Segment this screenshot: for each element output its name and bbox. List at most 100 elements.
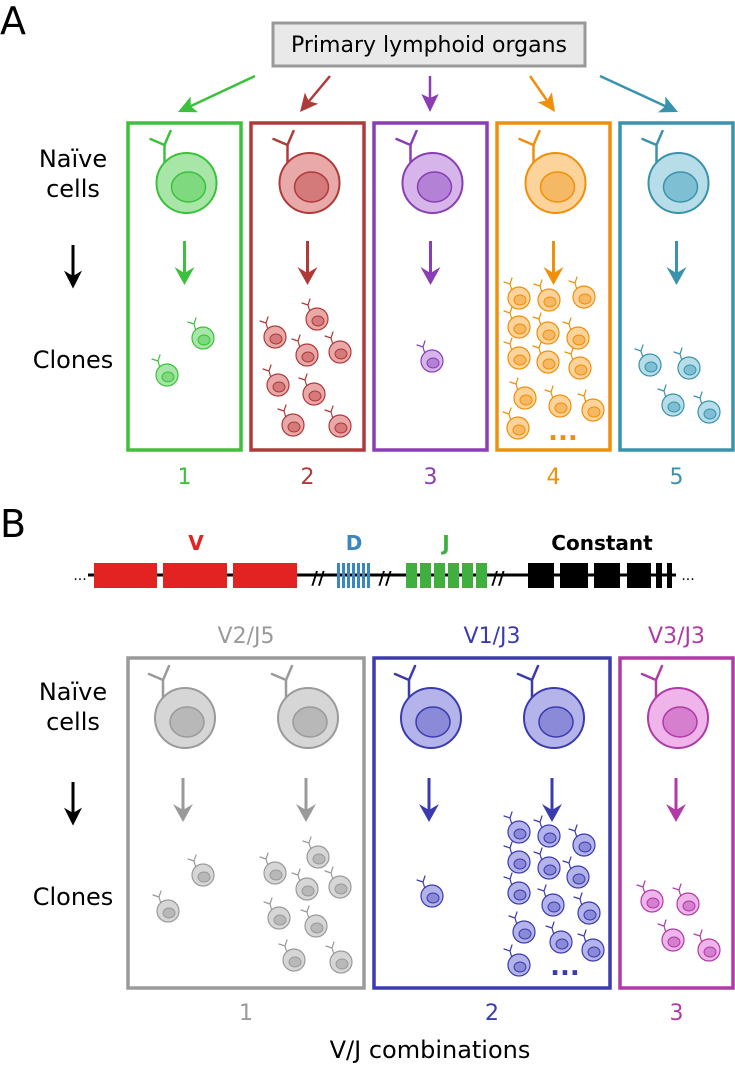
constant-segment	[528, 563, 554, 588]
nucleus	[269, 869, 283, 881]
row-label-naive-b-2: cells	[46, 708, 100, 736]
nucleus	[197, 334, 211, 346]
naive-cell	[272, 129, 341, 214]
clone-cell	[509, 377, 537, 410]
receptor-icon	[151, 354, 161, 369]
receptor-icon	[568, 276, 578, 291]
clone-cell	[278, 939, 306, 972]
constant-segment	[656, 563, 662, 588]
v-segment	[233, 563, 297, 588]
arrow-head	[178, 96, 198, 113]
nucleus	[335, 958, 349, 970]
arrow-head	[542, 804, 562, 822]
clone-cell	[508, 911, 536, 944]
nucleus	[644, 361, 658, 373]
clone-cell	[573, 892, 601, 925]
clone-label: 5	[670, 465, 684, 490]
clone-cell	[259, 852, 287, 885]
clone-column-1: 1	[126, 74, 256, 490]
more-clones-ellipsis: ...	[548, 417, 578, 447]
nucleus	[547, 901, 561, 913]
constant-segment	[594, 563, 620, 588]
receptor-icon	[259, 852, 269, 867]
receptor-icon	[544, 385, 554, 400]
clone-cell	[324, 331, 352, 364]
nucleus	[162, 907, 176, 919]
arrow-head	[300, 92, 319, 112]
vj-group-box	[126, 656, 366, 990]
segment-label-d: D	[346, 531, 363, 555]
nucleus	[197, 871, 211, 883]
clone-cell	[187, 854, 215, 887]
receptor-icon	[573, 892, 583, 907]
vj-group-3: V3/J33	[618, 624, 735, 1026]
nucleus	[662, 706, 698, 738]
clone-cell	[300, 905, 328, 938]
receptor-icon	[291, 334, 301, 349]
receptor-icon	[640, 664, 664, 700]
clone-cell	[673, 347, 701, 380]
clone-cell	[259, 316, 287, 349]
clone-cell	[545, 921, 573, 954]
clone-cell	[325, 941, 353, 974]
nucleus	[513, 354, 527, 366]
clone-cell	[298, 373, 326, 406]
receptor-icon	[508, 911, 518, 926]
receptor-icon	[516, 664, 540, 700]
clone-column-4: ...4	[495, 75, 612, 490]
receptor-icon	[532, 312, 542, 327]
nucleus	[542, 329, 556, 341]
clone-cell	[532, 312, 560, 345]
clone-cell	[693, 929, 721, 962]
nucleus	[301, 351, 315, 363]
clone-cell	[263, 897, 291, 930]
clone-column-2: 2	[249, 75, 366, 490]
receptor-icon	[272, 129, 295, 165]
arrow-head	[421, 93, 439, 112]
receptor-icon	[324, 405, 334, 420]
nucleus	[667, 401, 681, 413]
nucleus	[269, 333, 283, 345]
clone-cell	[503, 306, 531, 339]
clone-cell	[291, 868, 319, 901]
nucleus	[334, 422, 348, 434]
clone-cell	[634, 344, 662, 377]
receptor-icon	[693, 929, 703, 944]
row-label-naive-a-2: cells	[46, 175, 100, 203]
nucleus	[646, 897, 660, 909]
nucleus	[572, 334, 586, 346]
constant-segment	[627, 563, 651, 588]
vj-group-number: 3	[670, 1001, 684, 1026]
receptor-icon	[503, 306, 513, 321]
vj-combo-label: V2/J5	[218, 624, 275, 649]
clone-label: 3	[424, 465, 438, 490]
naive-cell	[518, 129, 587, 214]
arrow-head	[537, 92, 555, 112]
nucleus	[538, 706, 574, 738]
nucleus	[543, 832, 557, 844]
arrow-head	[543, 267, 564, 285]
vj-group-box	[372, 656, 612, 990]
constant-segment	[667, 563, 672, 588]
clone-cell	[537, 884, 565, 917]
nucleus	[587, 406, 601, 418]
gene-ellipsis-left: ...	[73, 568, 86, 584]
receptor-icon	[503, 811, 513, 826]
receptor-icon	[672, 883, 682, 898]
clone-cell	[503, 872, 531, 905]
naive-cell	[270, 664, 339, 749]
vj-group-2: V1/J3...2	[372, 624, 612, 1026]
receptor-icon	[278, 939, 288, 954]
j-segment	[420, 563, 431, 588]
nucleus	[572, 873, 586, 885]
receptor-icon	[503, 872, 513, 887]
nucleus	[519, 394, 533, 406]
clone-label: 2	[301, 465, 315, 490]
clone-cell	[324, 866, 352, 899]
receptor-icon	[263, 897, 273, 912]
receptor-icon	[577, 389, 587, 404]
clone-cell	[672, 883, 700, 916]
receptor-icon	[562, 317, 572, 332]
